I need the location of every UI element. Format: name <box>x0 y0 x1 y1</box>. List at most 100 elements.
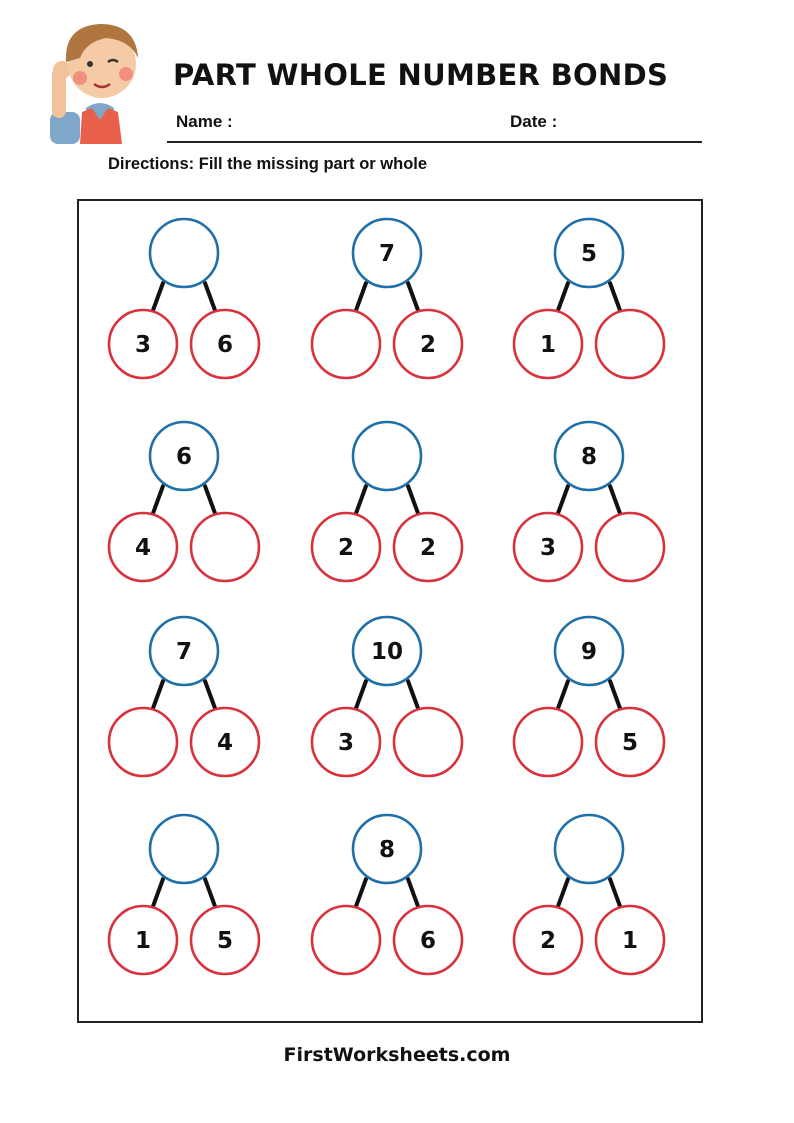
part-value-left: 3 <box>135 332 151 358</box>
whole-circle[interactable] <box>351 420 423 492</box>
part-value-right: 2 <box>420 535 436 561</box>
part-circle-right[interactable] <box>392 308 464 380</box>
bond-connector-left <box>555 281 570 315</box>
part-circle-left[interactable] <box>512 308 584 380</box>
footer-brand: FirstWorksheets.com <box>283 1044 511 1066</box>
whole-value: 5 <box>581 241 597 267</box>
part-circle-right[interactable] <box>189 308 261 380</box>
bond-connector-right <box>406 877 421 911</box>
name-label: Name : <box>176 112 233 131</box>
whole-value: 8 <box>581 444 597 470</box>
whole-value: 7 <box>379 241 395 267</box>
bond-connector-right <box>608 679 623 713</box>
bond-connector-left <box>555 484 570 518</box>
part-value-right: 4 <box>217 730 233 756</box>
whole-circle[interactable] <box>351 615 423 687</box>
whole-circle[interactable] <box>148 420 220 492</box>
part-circle-right[interactable] <box>594 511 666 583</box>
bond-connector-left <box>353 484 368 518</box>
part-circle-left[interactable] <box>512 904 584 976</box>
bond-connector-right <box>406 679 421 713</box>
bond-connector-left <box>150 281 165 315</box>
whole-circle[interactable] <box>553 813 625 885</box>
bond-connector-left <box>353 281 368 315</box>
part-value-right: 6 <box>217 332 233 358</box>
bond-connector-right <box>608 877 623 911</box>
whole-circle[interactable] <box>553 217 625 289</box>
number-bond: 95 <box>512 615 666 778</box>
part-value-left: 1 <box>540 332 556 358</box>
part-value-left: 3 <box>540 535 556 561</box>
whole-value: 9 <box>581 639 597 665</box>
part-circle-left[interactable] <box>107 511 179 583</box>
whole-circle[interactable] <box>148 217 220 289</box>
bond-connector-right <box>608 281 623 315</box>
part-value-left: 4 <box>135 535 151 561</box>
mascot-illustration <box>50 24 138 144</box>
part-circle-right[interactable] <box>392 511 464 583</box>
part-value-left: 2 <box>540 928 556 954</box>
bond-connector-left <box>353 877 368 911</box>
directions-text: Directions: Fill the missing part or who… <box>108 155 428 173</box>
bond-connector-left <box>150 484 165 518</box>
bond-connector-right <box>203 679 218 713</box>
part-circle-left[interactable] <box>310 511 382 583</box>
part-circle-right[interactable] <box>392 904 464 976</box>
part-circle-right[interactable] <box>594 706 666 778</box>
part-value-left: 3 <box>338 730 354 756</box>
bond-connector-left <box>353 679 368 713</box>
number-bond: 64 <box>107 420 261 583</box>
number-bond: 51 <box>512 217 666 380</box>
part-value-right: 5 <box>622 730 638 756</box>
number-bond: 83 <box>512 420 666 583</box>
page-title: PART WHOLE NUMBER BONDS <box>173 58 669 92</box>
whole-value: 8 <box>379 837 395 863</box>
part-circle-left[interactable] <box>107 308 179 380</box>
worksheet-box <box>77 199 703 1023</box>
part-circle-left[interactable] <box>512 511 584 583</box>
whole-circle[interactable] <box>351 217 423 289</box>
number-bond: 103 <box>310 615 464 778</box>
part-circle-right[interactable] <box>189 511 261 583</box>
part-circle-right[interactable] <box>392 706 464 778</box>
whole-value: 6 <box>176 444 192 470</box>
part-circle-left[interactable] <box>107 904 179 976</box>
number-bond: 74 <box>107 615 261 778</box>
whole-circle[interactable] <box>351 813 423 885</box>
part-value-left: 2 <box>338 535 354 561</box>
part-circle-left[interactable] <box>107 706 179 778</box>
bond-connector-left <box>555 679 570 713</box>
bond-connector-left <box>150 877 165 911</box>
header-rule <box>167 141 702 143</box>
whole-value: 7 <box>176 639 192 665</box>
part-value-left: 1 <box>135 928 151 954</box>
whole-circle[interactable] <box>148 813 220 885</box>
bond-connector-right <box>406 281 421 315</box>
bond-connector-left <box>555 877 570 911</box>
part-value-right: 2 <box>420 332 436 358</box>
part-circle-left[interactable] <box>512 706 584 778</box>
part-circle-left[interactable] <box>310 904 382 976</box>
part-circle-left[interactable] <box>310 706 382 778</box>
number-bond: 72 <box>310 217 464 380</box>
bond-connector-left <box>150 679 165 713</box>
part-circle-right[interactable] <box>594 904 666 976</box>
whole-circle[interactable] <box>553 420 625 492</box>
bond-connector-right <box>608 484 623 518</box>
bond-connector-right <box>406 484 421 518</box>
part-circle-right[interactable] <box>594 308 666 380</box>
whole-circle[interactable] <box>553 615 625 687</box>
number-bond: 86 <box>310 813 464 976</box>
part-circle-right[interactable] <box>189 904 261 976</box>
part-value-right: 1 <box>622 928 638 954</box>
part-circle-right[interactable] <box>189 706 261 778</box>
part-circle-left[interactable] <box>310 308 382 380</box>
bond-connector-right <box>203 877 218 911</box>
whole-circle[interactable] <box>148 615 220 687</box>
part-value-right: 5 <box>217 928 233 954</box>
